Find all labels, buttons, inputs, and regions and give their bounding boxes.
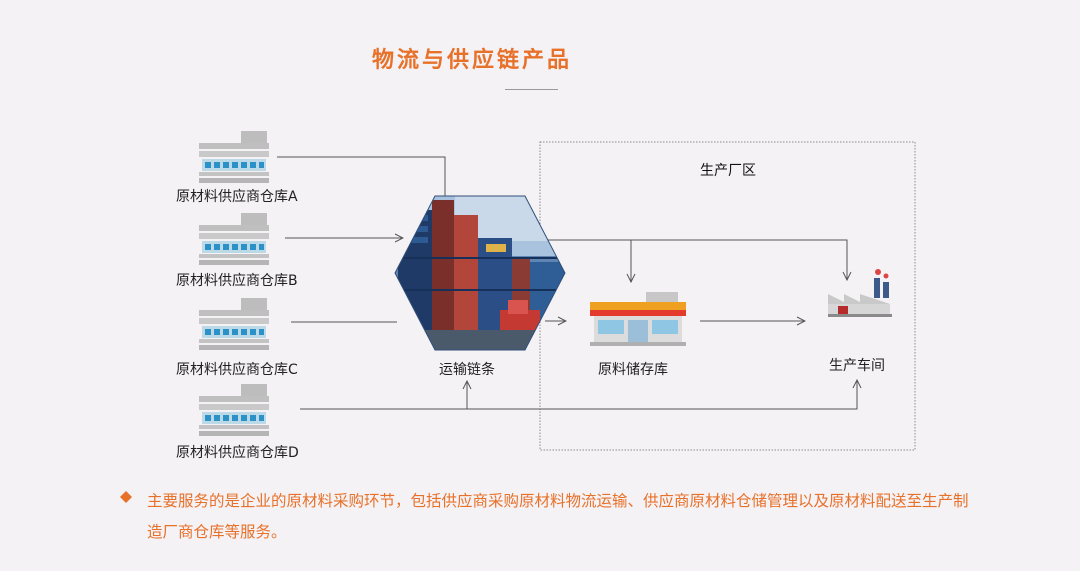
diamond-bullet-icon [120,491,132,503]
line-hub-to-workshop [548,239,847,280]
warehouse-d-label: 原材料供应商仓库D [176,445,299,461]
warehouse-icon [199,298,269,350]
zone-label: 生产厂区 [700,163,756,179]
warehouse-icon [199,384,269,436]
container-port-photo [395,196,565,350]
production-zone-box [539,141,916,451]
warehouse-a-label: 原材料供应商仓库A [176,189,298,205]
title-divider [505,89,558,90]
warehouse-c-label: 原材料供应商仓库C [176,362,298,378]
warehouse-icon [199,131,269,183]
line-a-to-hub [277,156,446,196]
storage-label: 原料储存库 [598,362,668,378]
hub-label: 运输链条 [439,362,495,378]
factory-icon [828,269,892,317]
line-d-to-workshop [300,380,857,410]
description-text: 主要服务的是企业的原材料采购环节，包括供应商采购原材料物流运输、供应商原材料仓储… [147,492,969,541]
store-icon [590,292,686,346]
page-title: 物流与供应链产品 [371,48,572,73]
warehouse-b-label: 原材料供应商仓库B [176,273,298,289]
warehouse-icon [199,213,269,265]
workshop-label: 生产车间 [829,358,885,374]
